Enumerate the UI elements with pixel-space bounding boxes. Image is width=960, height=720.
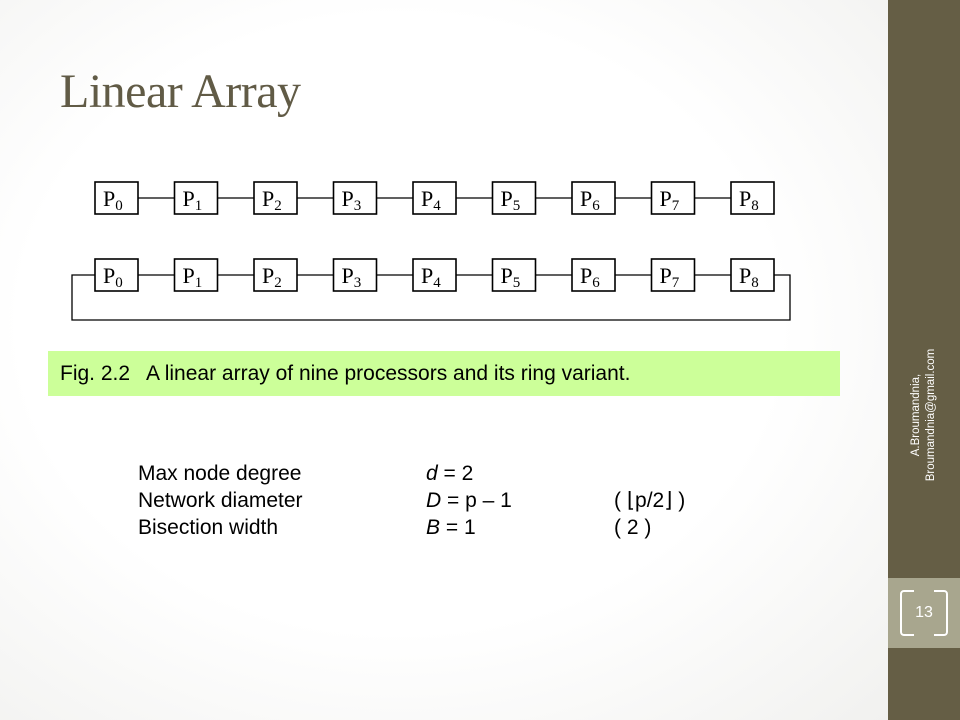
processor-node-box (94, 258, 139, 292)
processor-node-box (253, 181, 298, 215)
processor-label: P5 (501, 186, 521, 214)
author-name: A.Broumandnia, (910, 373, 922, 457)
processor-node-box (332, 181, 378, 215)
processor-label: P8 (739, 186, 759, 214)
processor-label: P8 (739, 263, 759, 291)
processor-node-box (650, 181, 696, 215)
processor-node-box (412, 258, 457, 292)
processor-label: P0 (103, 186, 123, 214)
processor-node-box (571, 181, 616, 215)
processor-label: P3 (342, 263, 362, 291)
processor-node-box (650, 258, 696, 292)
processor-node-box (730, 181, 775, 215)
author-credit: A.Broumandnia, Broumandnia@gmail.com (909, 349, 939, 481)
processor-node-box (491, 181, 537, 215)
processor-label: P6 (580, 186, 600, 214)
processor-node-box (730, 258, 775, 292)
processor-node-box (332, 258, 378, 292)
processor-node-box (571, 258, 616, 292)
processor-label: P3 (342, 186, 362, 214)
metric-row: Max node degree d = 2 (138, 460, 685, 487)
slide-title: Linear Array (60, 65, 301, 118)
processor-label: P4 (421, 263, 441, 291)
processor-label: P1 (183, 263, 203, 291)
processor-node-box (412, 181, 457, 215)
processor-node-box (253, 258, 298, 292)
processor-node-box (491, 258, 537, 292)
processor-label: P0 (103, 263, 123, 291)
processor-label: P6 (580, 263, 600, 291)
page-number-badge: 13 (900, 590, 948, 636)
ring-variant-row: P0 P1 P2 P3 P4 P5 P6 P7 P8 (71, 258, 791, 321)
processor-node-box (94, 181, 139, 215)
metric-formula: D = p – 1 (426, 488, 512, 512)
metric-formula: B = 1 (426, 515, 476, 539)
metric-note: ( 2 ) (614, 515, 652, 539)
linear-array-row: P0 P1 P2 P3 P4 P5 P6 P7 P8 (94, 181, 775, 215)
processor-label: P1 (183, 186, 203, 214)
network-metrics-table: Max node degree d = 2 Network diameter D… (138, 460, 685, 541)
caption-number: Fig. 2.2 (60, 361, 131, 385)
metric-row: Network diameter D = p – 1 ( ⌊p/2⌋ ) (138, 487, 685, 514)
processor-label: P5 (501, 263, 521, 291)
processor-label: P7 (660, 263, 680, 291)
metric-label: Bisection width (138, 515, 279, 539)
ring-wraparound-link (71, 274, 791, 321)
metric-note (614, 460, 685, 487)
metric-label: Max node degree (138, 461, 302, 485)
metric-formula: d = 2 (426, 461, 474, 485)
figure-caption: Fig. 2.2 A linear array of nine processo… (48, 351, 840, 396)
processor-label: P7 (660, 186, 680, 214)
processor-label: P4 (421, 186, 441, 214)
processor-label: P2 (262, 263, 282, 291)
metric-row: Bisection width B = 1 ( 2 ) (138, 514, 685, 541)
processor-node-box (173, 181, 219, 215)
caption-text: A linear array of nine processors and it… (146, 361, 631, 385)
sidebar: A.Broumandnia, Broumandnia@gmail.com 13 (888, 0, 960, 720)
metric-note: ( ⌊p/2⌋ ) (614, 489, 686, 512)
author-email: Broumandnia@gmail.com (925, 348, 937, 482)
processor-label: P2 (262, 186, 282, 214)
metric-label: Network diameter (138, 488, 303, 512)
processor-node-box (173, 258, 219, 292)
